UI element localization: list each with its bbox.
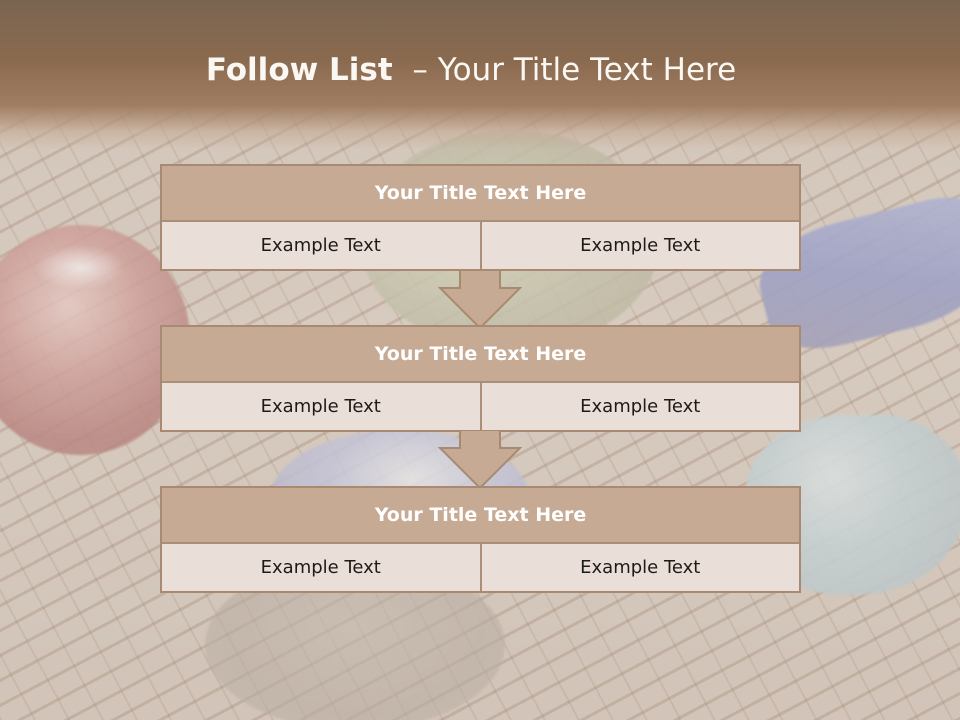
step-2-left-text: Example Text <box>260 396 381 417</box>
step-1-left-text: Example Text <box>260 235 381 256</box>
step-1-right-text: Example Text <box>479 222 800 269</box>
step-box-3: Your Title Text Here Example Text Exampl… <box>160 486 801 593</box>
header-band <box>0 0 960 150</box>
step-3-left-text: Example Text <box>260 557 381 578</box>
step-title-3: Your Title Text Here <box>162 488 799 544</box>
slide-title-rest: – Your Title Text Here <box>392 52 737 88</box>
down-arrow-icon <box>438 270 522 330</box>
step-2-right-text: Example Text <box>479 383 800 430</box>
step-box-2: Your Title Text Here Example Text Exampl… <box>160 325 801 432</box>
step-title-1: Your Title Text Here <box>162 166 799 222</box>
step-title-2: Your Title Text Here <box>162 327 799 383</box>
red-stone-highlight <box>35 245 125 290</box>
step-box-1: Your Title Text Here Example Text Exampl… <box>160 164 801 271</box>
down-arrow-icon <box>438 430 522 490</box>
step-3-right-text: Example Text <box>479 544 800 591</box>
slide-title-bold: Follow List <box>205 52 393 88</box>
step-row-2: Example Text Example Text <box>162 383 799 430</box>
step-row-3: Example Text Example Text <box>162 544 799 591</box>
step-row-1: Example Text Example Text <box>162 222 799 269</box>
slide-title: Follow List – Your Title Text Here <box>0 52 942 88</box>
